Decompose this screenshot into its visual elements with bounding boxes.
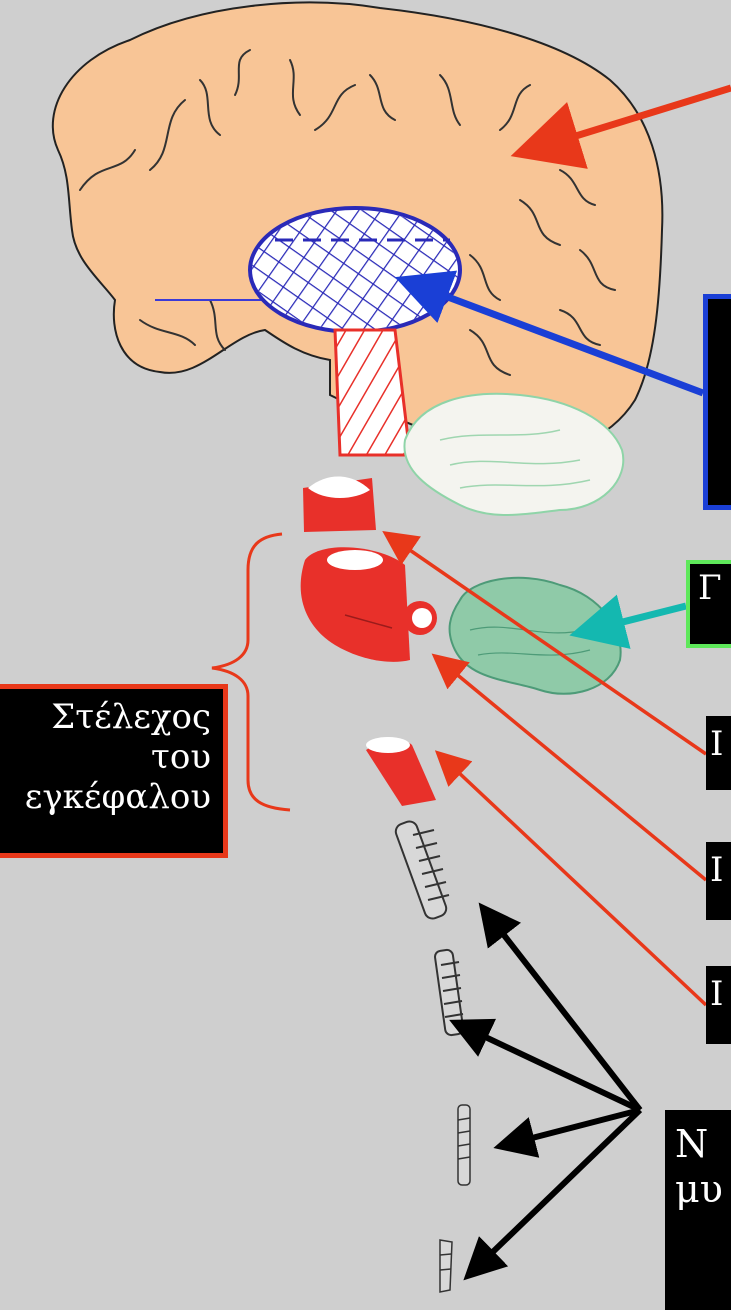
spinal-segment-4 bbox=[440, 1240, 452, 1292]
brainstem-top-label-text: Ι bbox=[710, 724, 723, 764]
brainstem-piece-top bbox=[303, 476, 376, 532]
spinal-segment-3 bbox=[458, 1105, 470, 1185]
brainstem-label: Στέλεχος του εγκέφαλου bbox=[0, 684, 228, 858]
arrow-to-brainstem-bottom bbox=[440, 755, 706, 1005]
cerebellum-label-text: Γ bbox=[698, 568, 722, 608]
spinal-segment-2 bbox=[434, 949, 464, 1036]
brainstem-label-line-2: του bbox=[0, 737, 211, 777]
brainstem-middle-label-text: Ι bbox=[710, 850, 723, 890]
arrow-to-brainstem-top bbox=[388, 535, 706, 754]
brainstem-bottom-label-text: Ι bbox=[710, 974, 723, 1014]
brainstem-piece-middle bbox=[301, 547, 437, 662]
brainstem-top-label-box: Ι bbox=[706, 716, 731, 790]
thalamus-label-box bbox=[703, 294, 731, 510]
cerebellum-label-box: Γ bbox=[686, 560, 731, 648]
brainstem-middle-label-box: Ι bbox=[706, 842, 731, 920]
thalamus bbox=[250, 208, 460, 332]
brainstem-label-line-1: Στέλεχος bbox=[0, 697, 211, 737]
spinal-nerves-label-box: Ν μυ bbox=[665, 1110, 731, 1310]
arrows-to-spinal-nerves bbox=[460, 912, 640, 1272]
spinal-nerves-label-line-1: Ν bbox=[675, 1122, 731, 1167]
brainstem-bottom-label-box: Ι bbox=[706, 966, 731, 1044]
brainstem-piece-bottom bbox=[366, 737, 436, 806]
spinal-nerves-label-line-2: μυ bbox=[675, 1167, 731, 1212]
midbrain-column bbox=[335, 330, 410, 455]
brainstem-label-line-3: εγκέφαλου bbox=[0, 777, 211, 817]
spinal-segment-1 bbox=[394, 819, 449, 920]
